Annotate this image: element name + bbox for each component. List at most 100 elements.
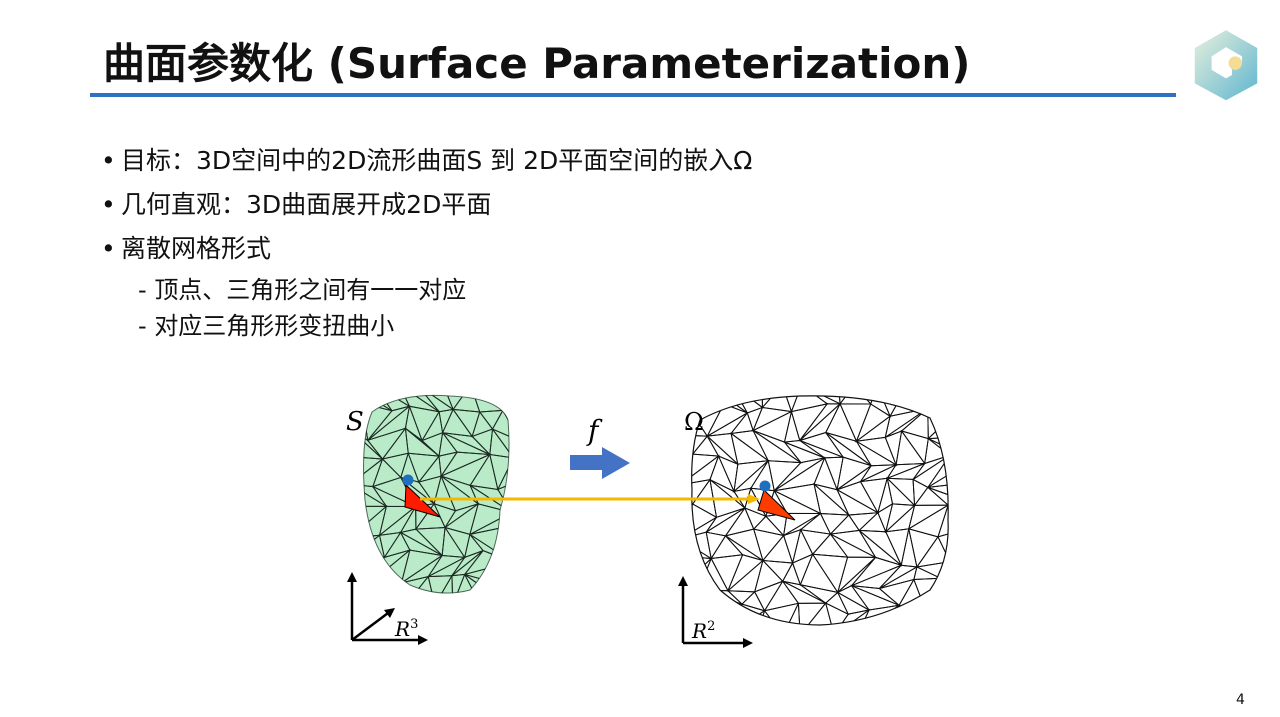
bullet-goal: •目标：3D空间中的2D流形曲面S 到 2D平面空间的嵌入Ω [101, 141, 752, 177]
map-label: f [586, 414, 603, 447]
r3-axes-icon [347, 572, 428, 645]
mesh-triangle [691, 516, 717, 540]
planar-vertex [759, 480, 771, 492]
mesh-triangle [811, 553, 849, 594]
mesh-triangle [763, 602, 800, 625]
mesh-triangle [783, 411, 801, 443]
mesh-triangle [799, 553, 839, 594]
bullet-dot: • [101, 190, 116, 219]
mesh-triangle [487, 551, 509, 586]
dash: - [138, 276, 147, 304]
mesh-triangle [857, 511, 887, 533]
mesh-triangle [939, 577, 949, 610]
mesh-triangle [928, 436, 949, 461]
mesh-triangle [691, 586, 723, 618]
mesh-triangle [727, 554, 764, 592]
mesh-triangle [498, 526, 509, 563]
mesh-triangle [697, 557, 729, 592]
mesh-triangle [705, 531, 727, 560]
dash: - [138, 312, 147, 340]
mesh-triangle [801, 395, 841, 405]
mesh-triangle [494, 395, 509, 411]
mesh-triangle [898, 578, 930, 619]
bullet-discrete: •离散网格形式 [101, 229, 271, 265]
mesh-triangle [800, 584, 839, 604]
mesh-triangle [753, 528, 785, 562]
mesh-triangle [908, 528, 939, 569]
mesh-triangle [790, 403, 829, 442]
mesh-triangle [940, 554, 949, 579]
mesh-triangle [855, 403, 891, 443]
r2-label: R2 [691, 619, 715, 643]
mesh-triangle [927, 454, 949, 488]
mesh-triangle [937, 503, 949, 538]
mesh-triangle [494, 395, 509, 411]
mesh-triangle [498, 511, 509, 540]
mesh-triangle [939, 554, 949, 581]
bullet-intuition: •几何直观：3D曲面展开成2D平面 [101, 185, 491, 221]
mesh-triangle [782, 528, 802, 565]
surface-vertex [402, 474, 414, 486]
bullet-text: 离散网格形式 [121, 234, 272, 263]
mesh-triangle [950, 531, 973, 562]
mesh-triangle [927, 483, 949, 505]
mesh-triangle [824, 591, 850, 616]
mesh-triangle [512, 512, 532, 538]
logo-icon [1194, 30, 1258, 101]
mesh-triangle [886, 476, 916, 506]
bullet-text: 几何直观：3D曲面展开成2D平面 [121, 190, 492, 219]
mesh-triangle [836, 585, 870, 611]
mesh-triangle [691, 538, 712, 560]
mesh-triangle [491, 427, 509, 459]
mesh-triangle [900, 430, 929, 465]
mesh-triangle [724, 506, 755, 537]
mesh-triangle [819, 512, 850, 535]
mesh-triangle [927, 576, 949, 619]
r3-label: R3 [394, 617, 418, 641]
mesh-triangle [889, 395, 929, 417]
mesh-triangle [835, 481, 880, 515]
mesh-triangle [838, 395, 856, 406]
mesh-triangle [706, 435, 739, 465]
domain-label: Ω [684, 408, 704, 436]
mesh-triangle [691, 435, 720, 457]
mesh-triangle [799, 440, 844, 459]
mesh-triangle [912, 607, 949, 625]
mesh-triangle [911, 606, 949, 625]
mesh-triangle [952, 409, 973, 437]
mesh-triangle [900, 528, 918, 568]
mesh-triangle [859, 477, 888, 515]
mesh-triangle [512, 480, 532, 514]
mesh-triangle [488, 552, 509, 582]
mesh-triangle [836, 465, 872, 491]
mesh-triangle [825, 432, 872, 467]
mesh-triangle [927, 407, 949, 440]
mesh-triangle [907, 504, 949, 538]
f-arrow-icon [570, 447, 630, 479]
r2-axes-icon [678, 576, 753, 648]
sub-bullet-text: 顶点、三角形之间有一一对应 [154, 276, 467, 304]
mesh-triangle [708, 395, 748, 414]
mesh-triangle [799, 602, 835, 625]
mesh-triangle [710, 603, 743, 625]
mesh-triangle [691, 453, 720, 487]
mesh-triangle [726, 559, 764, 593]
bullet-dot: • [101, 234, 116, 263]
planar-mesh [691, 395, 973, 625]
mesh-triangle [898, 604, 930, 625]
mesh-triangle [781, 395, 803, 414]
mesh-triangle [782, 580, 826, 604]
mesh-triangle [513, 454, 532, 480]
mesh-triangle [937, 529, 949, 563]
mesh-triangle [856, 440, 898, 467]
planar-mesh-boundary [691, 395, 949, 626]
mesh-triangle [915, 560, 949, 579]
mesh-triangle [927, 486, 949, 506]
mesh-triangle [927, 458, 949, 488]
title-underline [90, 93, 1176, 97]
mesh-triangle [751, 429, 803, 464]
mesh-triangle [839, 395, 872, 405]
mesh-triangle [691, 587, 722, 614]
mesh-triangle [710, 554, 744, 592]
